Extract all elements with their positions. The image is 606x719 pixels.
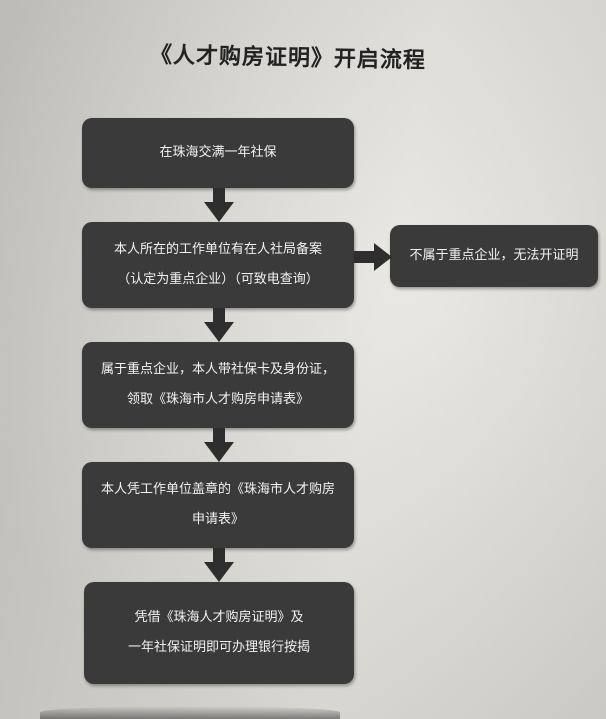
flow-step-4: 本人凭工作单位盖章的《珠海市人才购房 申请表》 — [82, 462, 354, 548]
step-2-line-2: （认定为重点企业）（可致电查询） — [117, 272, 319, 287]
side-branch-box: 不属于重点企业，无法开证明 — [390, 225, 598, 287]
flow-step-5: 凭借《珠海人才购房证明》及 一年社保证明即可办理银行按揭 — [84, 582, 354, 684]
right-arrow — [354, 243, 392, 271]
step-4-line-1: 本人凭工作单位盖章的《珠海市人才购房 — [100, 482, 335, 497]
down-arrow-2 — [204, 308, 234, 342]
bottom-shadow — [40, 706, 340, 719]
flow-step-1: 在珠海交满一年社保 — [82, 118, 354, 188]
step-2-line-1: 本人所在的工作单位有在人社局备案 — [113, 242, 322, 257]
step-5-line-2: 一年社保证明即可办理银行按揭 — [127, 640, 310, 655]
flow-step-3: 属于重点企业，本人带社保卡及身份证， 领取《珠海市人才购房申请表》 — [82, 342, 354, 428]
page-title: 《人才购房证明》开启流程 — [149, 42, 427, 74]
down-arrow-3 — [204, 428, 234, 462]
step-3-line-1: 属于重点企业，本人带社保卡及身份证， — [100, 362, 335, 377]
step-1-line-1: 在珠海交满一年社保 — [159, 145, 277, 160]
down-arrow-1 — [204, 188, 234, 222]
step-5-line-1: 凭借《珠海人才购房证明》及 — [134, 610, 304, 625]
flow-step-2: 本人所在的工作单位有在人社局备案 （认定为重点企业）（可致电查询） — [82, 222, 354, 308]
step-3-line-2: 领取《珠海市人才购房申请表》 — [126, 392, 309, 407]
step-4-line-2: 申请表》 — [191, 512, 244, 527]
down-arrow-4 — [204, 548, 234, 582]
side-branch-line-1: 不属于重点企业，无法开证明 — [409, 248, 579, 263]
